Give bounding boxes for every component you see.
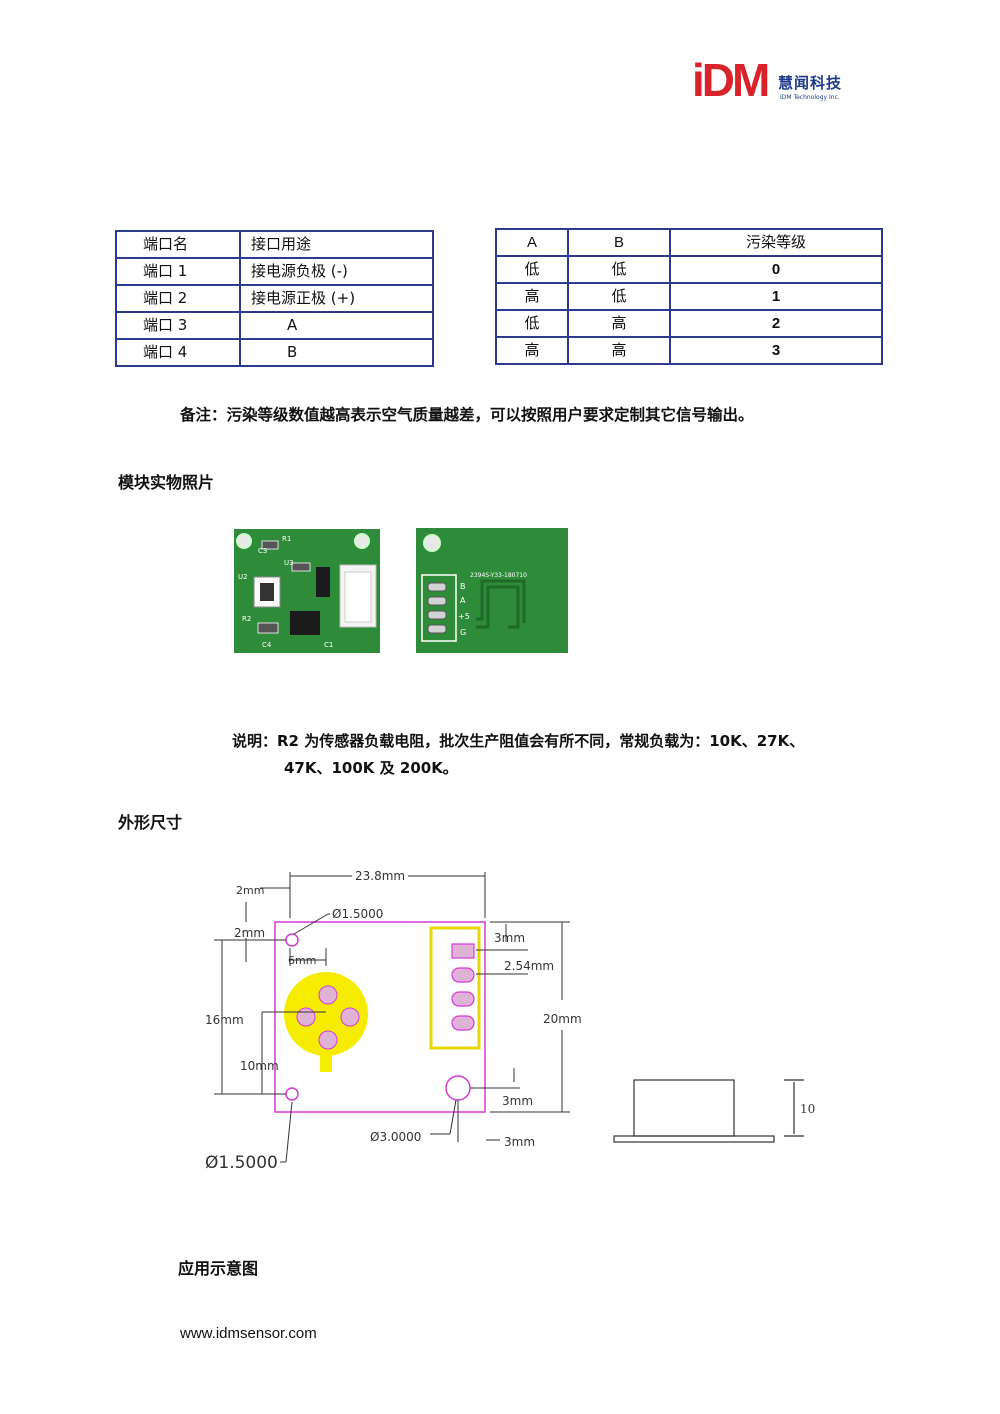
board-outline — [274, 921, 486, 1113]
table-cell: 低 — [495, 309, 569, 338]
section-title-application: 应用示意图 — [178, 1259, 259, 1278]
table-cell: 接电源负极 (-) — [239, 257, 434, 286]
dim-big-hole-edge: 3mm — [502, 1094, 533, 1108]
table-cell: 高 — [495, 336, 569, 365]
dim-pitch: 2.54mm — [504, 959, 554, 973]
explanation-line2: 47K、100K 及 200K。 — [284, 759, 458, 777]
table-row: 端口 1 接电源负极 (-) — [115, 257, 434, 286]
photo-label: U2 — [238, 573, 248, 581]
module-front-photo: C3 R1 U2 U3 R2 C4 C1 — [234, 529, 380, 653]
photo-label: U3 — [284, 559, 294, 567]
logo-name-cn: 慧闻科技 — [778, 74, 843, 92]
table-cell: A — [239, 311, 434, 340]
photo-board-code: 2394S-Y33-180710 — [470, 572, 527, 579]
table-cell: 0 — [669, 255, 883, 284]
table-row: 低 高 2 — [495, 309, 883, 338]
dim-pin-top: 3mm — [494, 931, 525, 945]
company-logo: iDM 慧闻科技 IDM Technology Inc. — [692, 54, 852, 106]
table-cell: 低 — [495, 255, 569, 284]
table-cell: B — [239, 338, 434, 367]
dim-side-height: 10 — [800, 1102, 815, 1116]
table-cell: 低 — [567, 255, 671, 284]
dimension-drawing: 23.8mm Ø1.5000 2mm 2mm 6mm 16mm 10mm 3mm… — [205, 869, 815, 1173]
table-row: 端口 3 A — [115, 311, 434, 340]
table-row: 端口 2 接电源正极 (+) — [115, 284, 434, 313]
table-header-cell: 接口用途 — [239, 230, 434, 259]
dim-hole-bottom: Ø1.5000 — [205, 1153, 278, 1173]
dim-hole-big: Ø3.0000 — [370, 1130, 421, 1144]
table-row: 高 低 1 — [495, 282, 883, 311]
photo-label: C1 — [324, 641, 333, 649]
section-title-photo: 模块实物照片 — [118, 473, 215, 492]
table-cell: 高 — [495, 282, 569, 311]
table-header-cell: A — [495, 228, 569, 257]
photo-label: +5 — [458, 612, 470, 621]
dim-sensor: 6mm — [288, 954, 316, 967]
table-header-row: 端口名 接口用途 — [115, 230, 434, 259]
dim-edge-2: 2mm — [234, 926, 265, 940]
dim-lower: 10mm — [240, 1059, 279, 1073]
photo-label: B — [460, 582, 466, 591]
dim-edge-1: 2mm — [236, 884, 264, 897]
pollution-level-table: A B 污染等级 低 低 0 高 低 1 低 高 2 高 高 3 — [495, 228, 883, 365]
photo-label: G — [460, 628, 466, 637]
footer-website: www.idmsensor.com — [180, 1325, 317, 1342]
dim-big-hole-side: 3mm — [504, 1135, 535, 1149]
table-row: 低 低 0 — [495, 255, 883, 284]
table-cell: 端口 1 — [115, 257, 241, 286]
section-title-dimensions: 外形尺寸 — [118, 813, 183, 832]
table-cell: 高 — [567, 309, 671, 338]
table-cell: 接电源正极 (+) — [239, 284, 434, 313]
ports-table: 端口名 接口用途 端口 1 接电源负极 (-) 端口 2 接电源正极 (+) 端… — [115, 230, 434, 367]
table-header-row: A B 污染等级 — [495, 228, 883, 257]
table-cell: 3 — [669, 336, 883, 365]
table-header-cell: 端口名 — [115, 230, 241, 259]
side-view — [613, 1079, 804, 1143]
table-cell: 低 — [567, 282, 671, 311]
photo-label: A — [460, 596, 466, 605]
module-photos: C3 R1 U2 U3 R2 C4 C1 B A +5 G 2394S-Y33-… — [234, 528, 568, 653]
table-cell: 端口 2 — [115, 284, 241, 313]
table-header-cell: 污染等级 — [669, 228, 883, 257]
table-header-cell: B — [567, 228, 671, 257]
explanation-line1: 说明：R2 为传感器负载电阻，批次生产阻值会有所不同，常规负载为：10K、27K… — [232, 732, 805, 750]
photo-label: R2 — [242, 615, 251, 623]
table-cell: 端口 3 — [115, 311, 241, 340]
table-cell: 端口 4 — [115, 338, 241, 367]
module-back-photo: B A +5 G 2394S-Y33-180710 — [416, 528, 568, 653]
logo-name-en: IDM Technology Inc. — [780, 94, 840, 101]
table-row: 端口 4 B — [115, 338, 434, 367]
table-cell: 1 — [669, 282, 883, 311]
photo-label: C3 — [258, 547, 267, 555]
dim-hole-top: Ø1.5000 — [332, 907, 383, 921]
dim-width: 23.8mm — [355, 869, 405, 883]
logo-mark: iDM — [692, 54, 770, 106]
table-cell: 2 — [669, 309, 883, 338]
photo-label: C4 — [262, 641, 272, 649]
dim-height-left: 16mm — [205, 1013, 244, 1027]
dim-height-right: 20mm — [543, 1012, 582, 1026]
table-cell: 高 — [567, 336, 671, 365]
note-text: 备注：污染等级数值越高表示空气质量越差，可以按照用户要求定制其它信号输出。 — [180, 406, 754, 424]
table-row: 高 高 3 — [495, 336, 883, 365]
photo-label: R1 — [282, 535, 291, 543]
